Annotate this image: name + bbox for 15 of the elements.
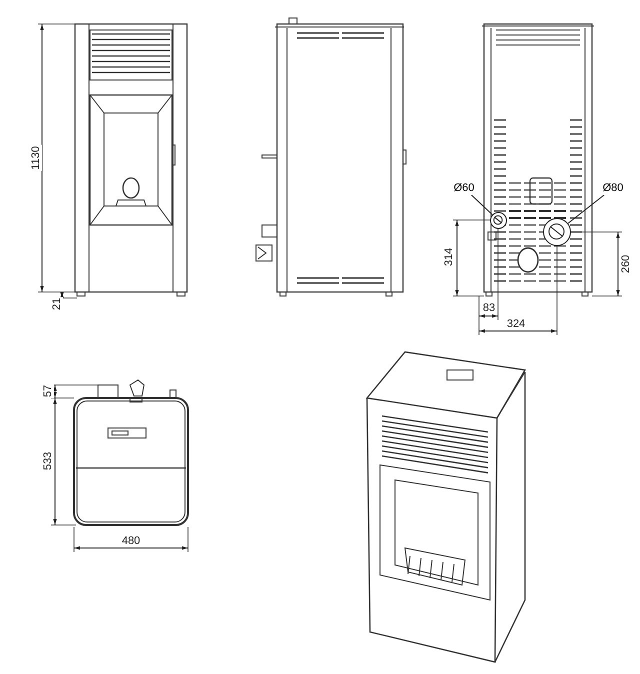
dimension-label: 533 — [42, 450, 54, 472]
dimension-label: 83 — [482, 302, 496, 314]
dimension-label: 314 — [443, 246, 455, 268]
diameter-label: Ø80 — [600, 181, 626, 195]
dimension-label: 57 — [42, 384, 54, 398]
leader-line — [568, 194, 605, 224]
diameter-label: Ø60 — [451, 181, 477, 195]
dimension-label: 260 — [620, 254, 632, 274]
pipe-outlet — [543, 218, 571, 246]
dimension-label: 324 — [506, 318, 526, 330]
dimension-label: 21 — [51, 296, 63, 312]
leader-line — [470, 194, 493, 216]
dimension-label: 1130 — [30, 145, 42, 171]
pipe-outlet — [490, 212, 507, 229]
dimension-label: 480 — [120, 535, 142, 547]
